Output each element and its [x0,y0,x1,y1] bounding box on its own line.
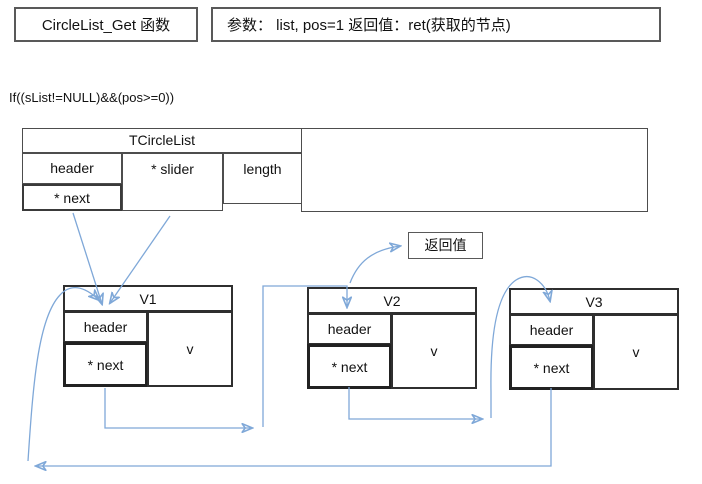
node-value-cell: v [391,313,477,389]
node-title: V3 [509,288,679,315]
node-header-cell: header [63,311,148,343]
node-value-cell: v [593,314,679,390]
node-v3: V3 header * next v [509,288,679,390]
params-label: 参数： list, pos=1 返回值：ret(获取的节点) [227,17,511,34]
arrow-v1next-down-right [104,388,252,428]
function-title-box: CircleList_Get 函数 [14,7,198,42]
node-title: V2 [307,287,477,314]
arrow-to-return-box [349,246,400,284]
struct-table-title: TCircleList [22,128,302,153]
function-title-label: CircleList_Get 函数 [41,17,171,34]
params-box: 参数： list, pos=1 返回值：ret(获取的节点) [211,7,661,42]
node-header-cell: header [307,313,392,345]
node-value-cell: v [147,311,233,387]
node-next-cell: * next [63,342,148,387]
node-header-cell: header [509,314,594,346]
node-next-cell: * next [307,344,392,389]
struct-length-cell: length [223,153,302,204]
struct-next-cell: * next [22,184,122,211]
return-value-box: 返回值 [408,232,483,259]
node-v1: V1 header * next v [63,285,233,387]
node-title: V1 [63,285,233,312]
node-next-cell: * next [509,345,594,390]
condition-text: If((sList!=NULL)&&(pos>=0)) [9,90,175,105]
struct-extra-box [301,128,648,212]
struct-slider-cell: * slider [122,153,223,211]
arrow-v2next-down-right [348,387,482,419]
struct-header-cell: header [22,153,122,184]
arrow-v3next-bottom-left [36,388,552,466]
node-v2: V2 header * next v [307,287,477,389]
